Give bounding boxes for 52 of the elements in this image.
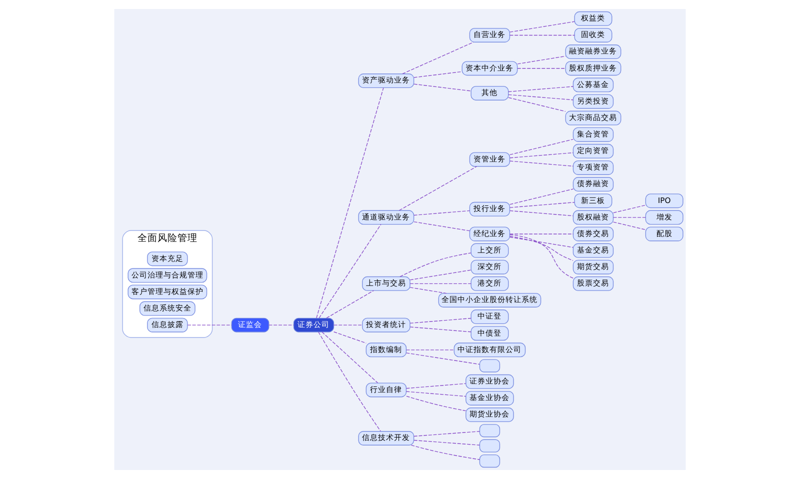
connector xyxy=(510,236,574,248)
connector xyxy=(334,331,366,343)
connector xyxy=(613,204,646,213)
connector xyxy=(406,390,466,396)
connector xyxy=(510,138,574,155)
connector xyxy=(414,439,480,445)
connector xyxy=(400,252,472,277)
connector xyxy=(510,152,574,158)
connector xyxy=(318,331,381,432)
connector xyxy=(318,224,382,318)
connector xyxy=(410,282,472,284)
connector xyxy=(510,160,574,166)
connector xyxy=(268,324,294,325)
connector xyxy=(414,430,480,436)
connector xyxy=(406,382,466,388)
node-box xyxy=(479,358,500,372)
connector xyxy=(414,83,472,91)
connector xyxy=(398,166,477,210)
node-box xyxy=(479,454,500,468)
connector xyxy=(410,286,447,294)
node-box xyxy=(479,424,500,437)
connector xyxy=(510,188,574,204)
connector xyxy=(316,87,384,318)
connector xyxy=(510,201,575,208)
connector xyxy=(613,216,646,218)
connector xyxy=(510,210,574,216)
connector xyxy=(322,331,378,383)
connector xyxy=(406,349,454,350)
connector xyxy=(402,41,474,74)
node-box xyxy=(479,438,500,452)
connector xyxy=(510,34,575,36)
connector xyxy=(410,269,472,280)
connector xyxy=(508,94,574,100)
connector xyxy=(613,221,646,230)
connector xyxy=(410,317,472,324)
connector xyxy=(406,352,480,364)
connector xyxy=(508,86,574,92)
connector xyxy=(414,210,470,216)
connector xyxy=(187,324,232,325)
connector xyxy=(510,20,575,32)
connector xyxy=(410,326,472,332)
connector xyxy=(326,290,374,318)
connector xyxy=(510,233,574,234)
connector xyxy=(334,324,363,325)
connector xyxy=(510,235,574,260)
connector xyxy=(414,220,470,231)
connector xyxy=(414,70,462,78)
connector xyxy=(508,96,566,112)
connector xyxy=(517,55,566,64)
connector xyxy=(410,444,480,460)
connector xyxy=(510,234,574,278)
connector xyxy=(406,395,466,411)
